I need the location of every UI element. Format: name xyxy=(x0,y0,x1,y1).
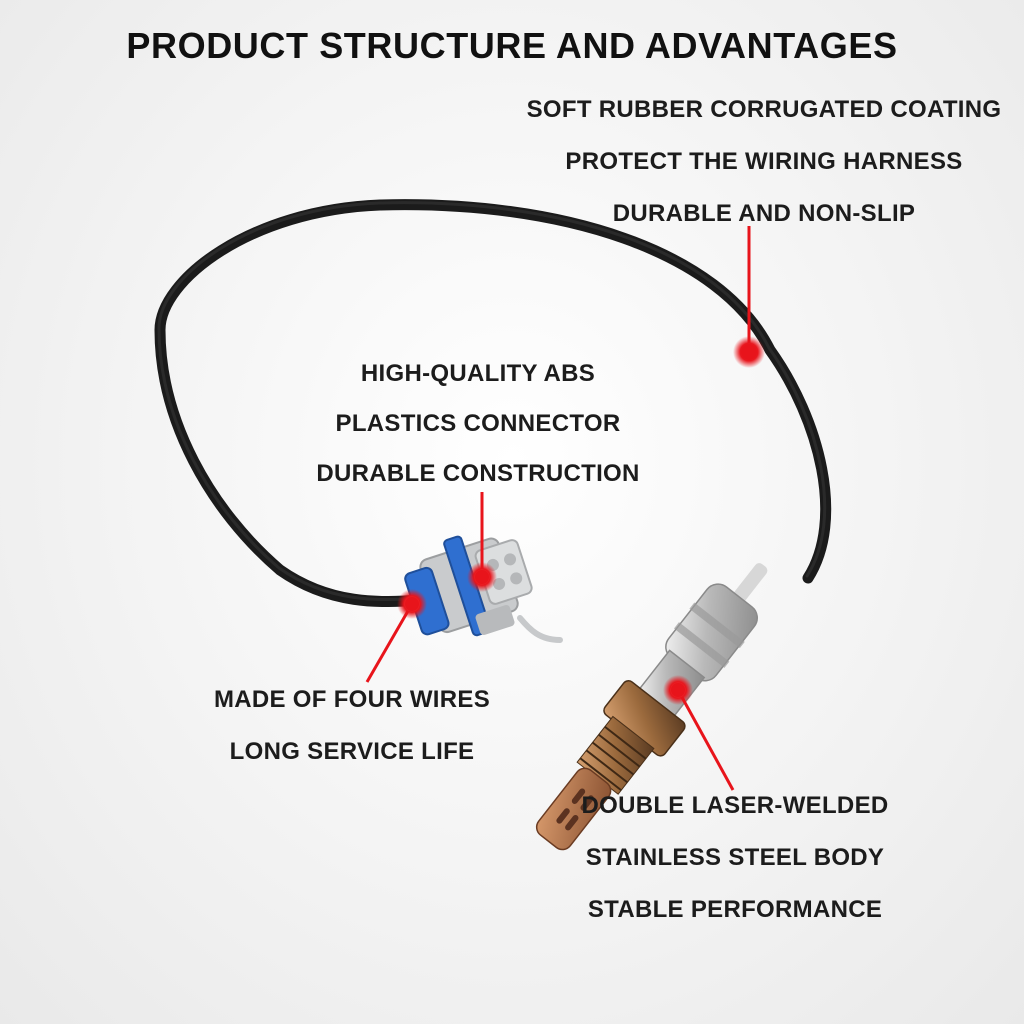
connector-callout-line-2: PLASTICS CONNECTOR xyxy=(335,410,621,437)
body-leader-line xyxy=(676,689,735,791)
cable-callout-line-3: DURABLE AND NON-SLIP xyxy=(612,200,916,227)
page-title: PRODUCT STRUCTURE AND ADVANTAGES xyxy=(126,25,898,66)
wires-leader-line xyxy=(365,603,414,683)
connector-callout-line-3: DURABLE CONSTRUCTION xyxy=(316,460,640,487)
body-callout-line-3: STABLE PERFORMANCE xyxy=(587,896,883,923)
connector xyxy=(404,535,533,637)
wires-callout-line-2: LONG SERVICE LIFE xyxy=(229,738,475,765)
wires-callout-line-1: MADE OF FOUR WIRES xyxy=(213,686,491,713)
cable-callout-line-1: SOFT RUBBER CORRUGATED COATING xyxy=(526,96,1002,123)
body-callout-line-1: DOUBLE LASER-WELDED xyxy=(581,792,889,819)
body-callout-line-2: STAINLESS STEEL BODY xyxy=(585,844,885,871)
connector-callout-line-1: HIGH-QUALITY ABS xyxy=(360,360,596,387)
cable-callout-line-2: PROTECT THE WIRING HARNESS xyxy=(565,148,963,175)
sensor-body xyxy=(535,563,768,851)
